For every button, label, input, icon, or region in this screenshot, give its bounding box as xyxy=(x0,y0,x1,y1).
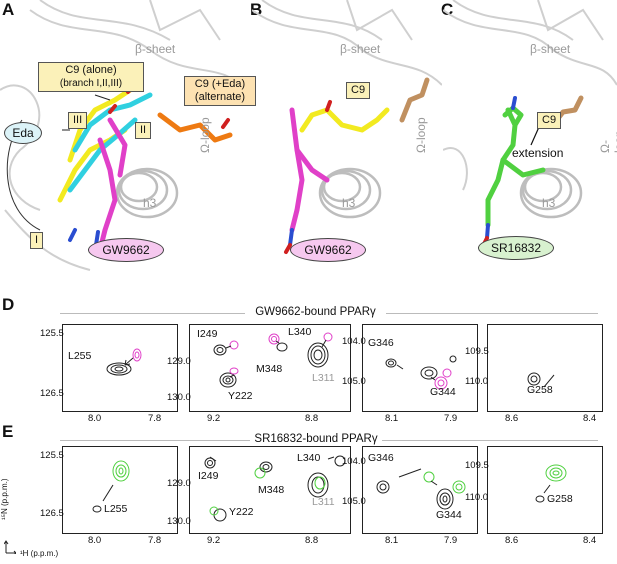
residue-label-g344-e: G344 xyxy=(436,509,462,521)
c9-callout-b: C9 xyxy=(346,82,371,99)
xtick-d2-right: 8.8 xyxy=(305,413,319,424)
beta-sheet-label-a: β-sheet xyxy=(135,42,176,56)
row-d-rule-right xyxy=(386,313,598,314)
residue-label-l255-d: L255 xyxy=(68,350,92,362)
eda-oval: Eda xyxy=(4,122,42,144)
residue-label-l340-e: L340 xyxy=(297,452,321,464)
xtick-d3-right: 7.9 xyxy=(444,413,458,424)
branch-ii-label: II xyxy=(135,122,152,139)
row-e-rule-right xyxy=(382,440,598,441)
residue-label-g346-d: G346 xyxy=(368,337,394,349)
residue-label-m348-d: M348 xyxy=(256,363,283,375)
spectrum-e4 xyxy=(487,446,603,534)
residue-label-m348-e: M348 xyxy=(258,484,285,496)
h3-label-a: h3 xyxy=(143,196,157,210)
residue-label-g344-d: G344 xyxy=(430,386,456,398)
ytick-d2-bottom: 130.0 xyxy=(167,392,191,403)
residue-label-g258-d: G258 xyxy=(527,384,553,396)
xtick-e4-left: 8.6 xyxy=(505,535,519,546)
panel-letter-a: A xyxy=(2,0,15,19)
c9-eda-callout: C9 (+Eda) (alternate) xyxy=(184,76,256,106)
spectrum-e3 xyxy=(362,446,478,534)
row-e-title: SR16832-bound PPARγ xyxy=(254,433,378,445)
xtick-e2-right: 8.8 xyxy=(305,535,319,546)
panel-letter-e: E xyxy=(2,422,14,441)
spectrum-d1 xyxy=(62,324,178,412)
spectrum-d2 xyxy=(189,324,351,412)
panel-b-structure xyxy=(252,0,442,290)
xtick-d2-left: 9.2 xyxy=(207,413,221,424)
ytick-d3-top: 104.0 xyxy=(342,336,366,347)
beta-sheet-label-c: β-sheet xyxy=(530,42,571,56)
axis-arrows-icon xyxy=(3,540,17,556)
c9-alone-callout: C9 (alone) (branch I,II,III) xyxy=(38,62,144,92)
x-axis-label: ¹H (p.p.m.) xyxy=(20,549,59,558)
residue-label-g346-e: G346 xyxy=(368,452,394,464)
ytick-e2-top: 129.0 xyxy=(167,478,191,489)
ytick-e3-top: 104.0 xyxy=(342,456,366,467)
sr16832-oval: SR16832 xyxy=(478,236,554,260)
panel-c-structure xyxy=(443,0,617,290)
xtick-e2-left: 9.2 xyxy=(207,535,221,546)
ytick-d1-bottom: 126.5 xyxy=(40,388,64,399)
spectrum-e2 xyxy=(189,446,351,534)
ytick-e1-top: 125.5 xyxy=(40,450,64,461)
omega-loop-label-b: Ω-loop xyxy=(414,117,428,153)
xtick-d1-left: 8.0 xyxy=(88,413,102,424)
ytick-e2-bottom: 130.0 xyxy=(167,516,191,527)
h3-label-c: h3 xyxy=(542,196,556,210)
xtick-e4-right: 8.4 xyxy=(583,535,597,546)
extension-label: extension xyxy=(512,146,564,160)
beta-sheet-label-b: β-sheet xyxy=(340,42,381,56)
omega-loop-label-c: Ω-loop xyxy=(598,130,617,153)
ytick-e3-bottom: 105.0 xyxy=(342,496,366,507)
xtick-e1-right: 7.8 xyxy=(148,535,162,546)
ytick-d2-top: 129.0 xyxy=(167,356,191,367)
xtick-e3-left: 8.1 xyxy=(385,535,399,546)
panel-letter-d: D xyxy=(2,295,15,314)
branch-iii-label: III xyxy=(68,112,88,129)
c9-eda-line1: C9 (+Eda) xyxy=(194,78,246,90)
h3-label-b: h3 xyxy=(342,196,356,210)
residue-label-l311-d: L311 xyxy=(312,372,335,384)
spectrum-d3 xyxy=(362,324,478,412)
xtick-e3-right: 7.9 xyxy=(444,535,458,546)
residue-label-l340-d: L340 xyxy=(288,326,312,338)
ytick-e1-bottom: 126.5 xyxy=(40,508,64,519)
c9-eda-line2: (alternate) xyxy=(194,91,246,103)
xtick-d1-right: 7.8 xyxy=(148,413,162,424)
row-e-rule-left xyxy=(60,440,250,441)
xtick-e1-left: 8.0 xyxy=(88,535,102,546)
gw9662-oval-a: GW9662 xyxy=(88,238,164,262)
ytick-e4-top: 109.5 xyxy=(465,460,489,471)
row-d-title: GW9662-bound PPARγ xyxy=(255,306,376,318)
c9-alone-line1: C9 (alone) xyxy=(65,64,117,76)
residue-label-g258-e: G258 xyxy=(547,493,573,505)
xtick-d3-left: 8.1 xyxy=(385,413,399,424)
ytick-d4-bottom: 110.0 xyxy=(465,376,489,387)
spectrum-d4 xyxy=(487,324,603,412)
ytick-e4-bottom: 110.0 xyxy=(465,492,489,503)
ytick-d4-top: 109.5 xyxy=(465,346,489,357)
y-axis-label: ¹⁵N (p.p.m.) xyxy=(0,478,9,520)
residue-label-y222-e: Y222 xyxy=(229,506,254,518)
ytick-d3-bottom: 105.0 xyxy=(342,376,366,387)
xtick-d4-left: 8.6 xyxy=(505,413,519,424)
branch-i-label: I xyxy=(30,232,44,249)
residue-label-i249-e: I249 xyxy=(198,470,219,482)
residue-label-y222-d: Y222 xyxy=(228,390,253,402)
residue-label-i249-d: I249 xyxy=(197,328,218,340)
spectrum-e1 xyxy=(62,446,178,534)
residue-label-l255-e: L255 xyxy=(104,503,128,515)
row-d-rule-left xyxy=(60,313,245,314)
c9-callout-c: C9 xyxy=(537,112,562,129)
ytick-d1-top: 125.5 xyxy=(40,328,64,339)
gw9662-oval-b: GW9662 xyxy=(290,238,366,262)
c9-alone-line2: (branch I,II,III) xyxy=(59,78,123,89)
xtick-d4-right: 8.4 xyxy=(583,413,597,424)
omega-loop-label-a: Ω-loop xyxy=(198,117,212,153)
residue-label-l311-e: L311 xyxy=(312,496,335,508)
